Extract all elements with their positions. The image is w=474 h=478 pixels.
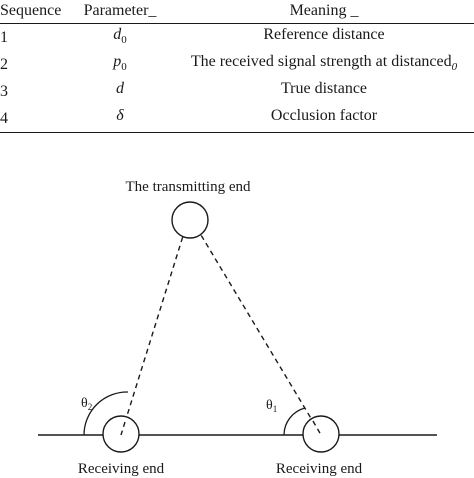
parameter-table: Sequence Parameter_ Meaning _ 1 d0 Refer… bbox=[0, 0, 474, 133]
angle-left-subscript: 2 bbox=[88, 402, 93, 412]
cell-sequence: 2 bbox=[0, 56, 8, 73]
receiver-left-label: Receiving end bbox=[78, 461, 165, 477]
table-row: 3 d True distance bbox=[0, 78, 474, 105]
angle-right-symbol: θ bbox=[266, 398, 273, 413]
angle-right-subscript: 1 bbox=[273, 404, 278, 414]
cell-meaning: True distance bbox=[174, 78, 474, 105]
meaning-subscript: 0 bbox=[451, 61, 458, 73]
header-sequence: Sequence bbox=[0, 0, 66, 24]
signal-path-right bbox=[191, 219, 322, 436]
meaning-text: The received signal strength at distance… bbox=[190, 53, 452, 70]
cell-parameter: d0 bbox=[66, 24, 174, 52]
angle-label-left: θ2 bbox=[81, 396, 92, 412]
cell-sequence: 3 bbox=[0, 83, 8, 100]
diagram-svg: The transmitting end Receiving end Recei… bbox=[38, 179, 437, 477]
receiver-right-label: Receiving end bbox=[276, 461, 363, 477]
parameter-table-container: Sequence Parameter_ Meaning _ 1 d0 Refer… bbox=[0, 0, 474, 133]
table-row: 4 δ Occlusion factor bbox=[0, 105, 474, 133]
cell-meaning: The received signal strength at distance… bbox=[174, 51, 474, 78]
param-symbol: d bbox=[113, 26, 122, 43]
signal-path-left-tail bbox=[120, 421, 126, 436]
signal-path-right-tail bbox=[312, 420, 322, 436]
table-row: 2 p0 The received signal strength at dis… bbox=[0, 51, 474, 78]
angle-label-right: θ1 bbox=[266, 398, 277, 414]
header-meaning: Meaning _ bbox=[174, 0, 474, 24]
signal-path-left bbox=[120, 219, 189, 436]
cell-sequence: 4 bbox=[0, 105, 66, 133]
param-subscript: 0 bbox=[121, 34, 127, 46]
cell-parameter: p0 bbox=[66, 51, 174, 78]
angle-arc-left bbox=[83, 391, 129, 436]
param-symbol: d bbox=[116, 80, 124, 97]
param-symbol: p bbox=[113, 53, 122, 70]
cell-parameter: δ bbox=[66, 105, 174, 133]
transmitter-node bbox=[171, 201, 209, 239]
meaning-text: Reference distance bbox=[263, 26, 385, 43]
table-header-row: Sequence Parameter_ Meaning _ bbox=[0, 0, 474, 24]
angle-left-symbol: θ bbox=[81, 396, 88, 411]
header-parameter: Parameter_ bbox=[66, 0, 174, 24]
transmitter-label: The transmitting end bbox=[126, 179, 251, 195]
receiver-node-right bbox=[302, 415, 340, 453]
table-row: 1 d0 Reference distance bbox=[0, 24, 474, 52]
param-symbol: δ bbox=[116, 107, 124, 124]
meaning-text: Occlusion factor bbox=[270, 107, 378, 124]
angle-arc-right bbox=[283, 407, 306, 436]
param-subscript: 0 bbox=[121, 61, 127, 73]
triangulation-diagram: The transmitting end Receiving end Recei… bbox=[0, 160, 474, 478]
cell-sequence: 1 bbox=[0, 29, 8, 46]
cell-meaning: Reference distance bbox=[174, 24, 474, 52]
meaning-text: True distance bbox=[280, 80, 368, 97]
cell-parameter: d bbox=[66, 78, 174, 105]
cell-meaning: Occlusion factor bbox=[174, 105, 474, 133]
